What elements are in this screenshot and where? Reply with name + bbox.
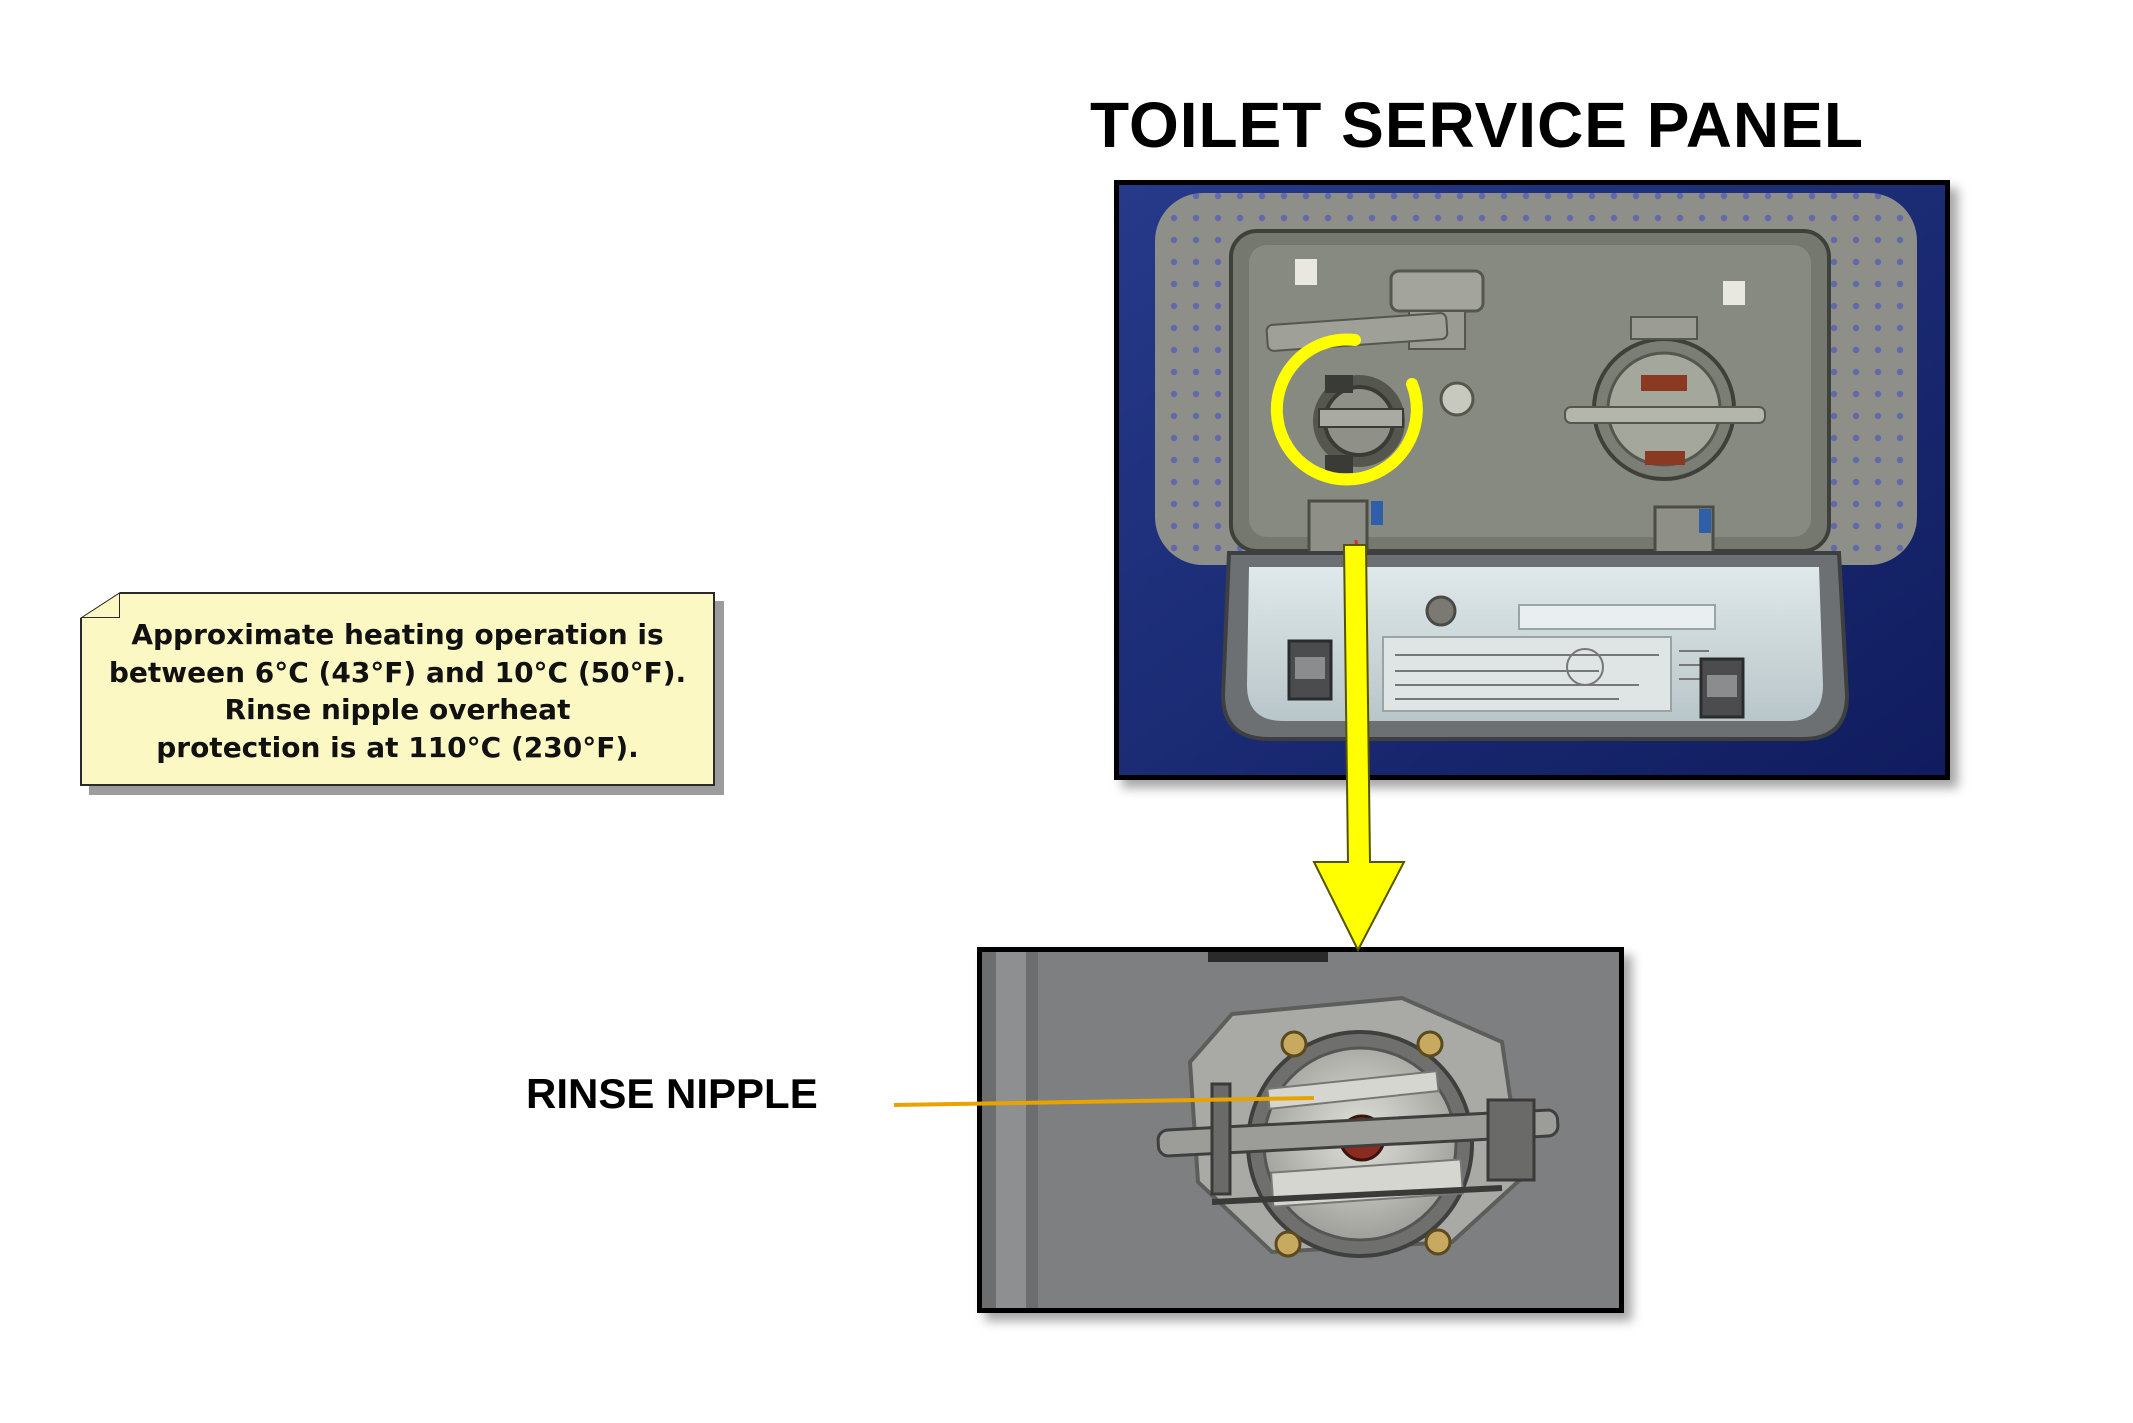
rinse-nipple-label: RINSE NIPPLE (526, 1070, 818, 1117)
note-line-4: protection is at 110°C (230°F). (156, 730, 639, 764)
diagram-title: TOILET SERVICE PANEL (1090, 89, 1864, 161)
service-panel-photo (1114, 180, 1950, 780)
note-box: Approximate heating operation is between… (80, 592, 715, 786)
folded-corner-icon (80, 592, 120, 618)
note-line-2: between 6°C (43°F) and 10°C (50°F). (108, 655, 687, 689)
note-line-3: Rinse nipple overheat (224, 693, 571, 726)
note-line-1: Approximate heating operation is (131, 618, 664, 651)
rinse-nipple-photo (977, 947, 1624, 1313)
